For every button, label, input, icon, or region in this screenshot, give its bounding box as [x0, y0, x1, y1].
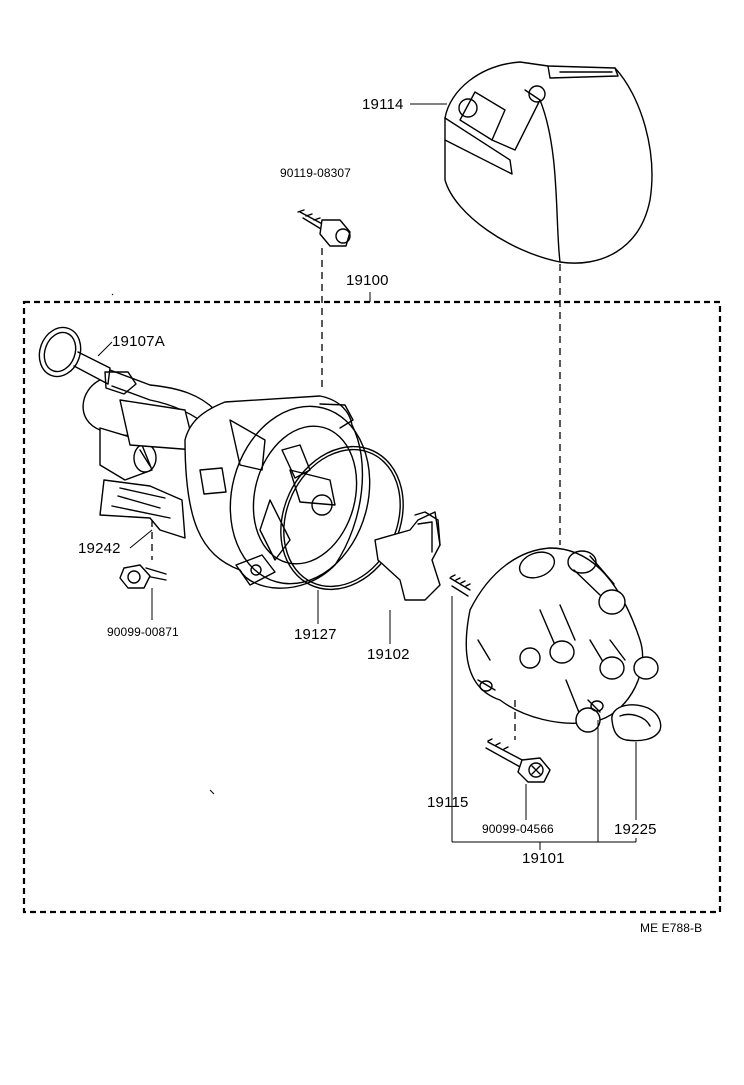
- label-cap-cover: 19114: [362, 96, 404, 113]
- clamp-bolt-drawing: [119, 564, 167, 620]
- cap-cover-drawing: [410, 61, 653, 264]
- assembly-border: [22, 292, 722, 914]
- bolt-top-drawing: [297, 209, 351, 392]
- diagram-code: ME E788-B: [640, 921, 703, 935]
- label-rotor: 19102: [367, 646, 410, 663]
- wire-harness-drawing: [82, 369, 271, 481]
- cap-bolt-drawing: [485, 738, 551, 820]
- label-boot: 19225: [614, 821, 657, 838]
- oring-drawing: [38, 326, 113, 385]
- carbon-drawing: [449, 574, 471, 842]
- label-carbon: 19115: [427, 794, 469, 811]
- label-cap: 19101: [522, 850, 565, 867]
- label-clamp: 19242: [78, 540, 121, 557]
- housing-drawing: [184, 395, 371, 589]
- label-cap-bolt: 90099-04566: [482, 822, 554, 836]
- speck-marks: [111, 293, 215, 795]
- boot-drawing: [611, 704, 662, 820]
- label-oring: 19107A: [112, 333, 165, 350]
- label-gasket: 19127: [294, 626, 337, 643]
- cap-group-bracket: [452, 838, 637, 850]
- label-distributor-assy: 19100: [346, 272, 389, 289]
- clamp-drawing: [99, 479, 186, 560]
- cap-drawing: [465, 547, 659, 842]
- label-clamp-bolt: 90099-00871: [107, 625, 179, 639]
- label-bolt-top: 90119-08307: [280, 166, 351, 180]
- rotor-drawing: [374, 511, 441, 644]
